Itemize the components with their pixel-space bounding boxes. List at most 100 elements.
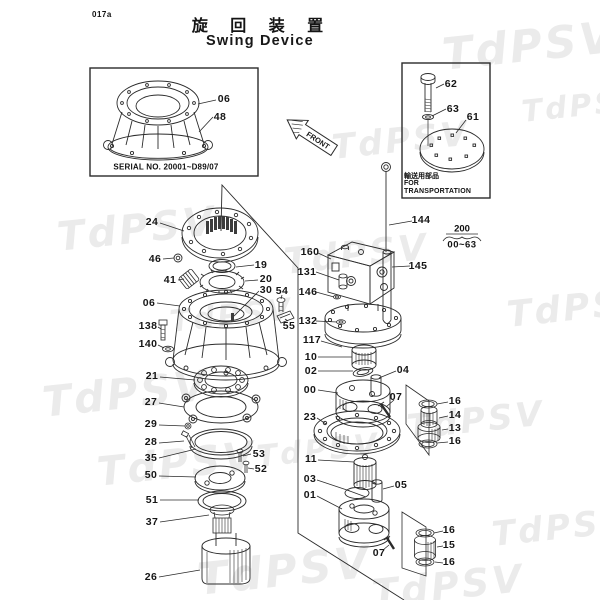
part-label-16: 16 (442, 556, 456, 568)
part-label-07: 07 (389, 391, 403, 403)
part-label-41: 41 (163, 274, 177, 286)
ring-gear-24 (181, 207, 259, 263)
part-label-131: 131 (297, 266, 317, 278)
part-label-15: 15 (442, 539, 456, 551)
plug-46 (173, 253, 183, 263)
part-label-50: 50 (144, 469, 158, 481)
range-note-top: 200 (454, 223, 470, 235)
motor-flange-117 (324, 303, 402, 349)
part-label-62: 62 (444, 78, 458, 90)
page-code: 017a (92, 10, 112, 19)
page-title-japanese: 旋 回 装 置 (191, 18, 333, 35)
ring-gear-23 (313, 410, 401, 455)
part-label-16: 16 (448, 435, 462, 447)
part-label-29: 29 (144, 418, 158, 430)
pinion-shaft-26 (201, 533, 251, 585)
part-label-13: 13 (448, 422, 462, 434)
housing-06 (165, 289, 287, 381)
part-label-26: 26 (144, 571, 158, 583)
pin-05 (371, 479, 383, 503)
bolt-07-lower (383, 535, 396, 550)
transport-caption-japanese: 輸送用部品 (404, 173, 439, 180)
wedge-55 (276, 310, 295, 324)
part-label-03: 03 (303, 473, 317, 485)
transport-box-frame (401, 62, 491, 199)
seal-ring-35 (189, 428, 253, 460)
zone-divider (220, 183, 405, 600)
part-label-30: 30 (259, 284, 273, 296)
part-label-16: 16 (448, 395, 462, 407)
plate-27 (181, 390, 261, 424)
sun-gear-11 (353, 454, 377, 490)
part-label-145: 145 (408, 260, 428, 272)
part-label-140: 140 (138, 338, 158, 350)
carrier-00 (335, 379, 391, 428)
serial-housing-drawing (103, 80, 217, 161)
part-label-10: 10 (304, 351, 318, 363)
part-label-55: 55 (282, 320, 296, 332)
planet-plate-1 (405, 384, 430, 457)
bolt-54 (276, 297, 286, 312)
part-label-14: 14 (448, 409, 462, 421)
part-label-04: 04 (396, 364, 410, 376)
part-label-24: 24 (145, 216, 159, 228)
part-label-63: 63 (446, 103, 460, 115)
serial-number-text: SERIAL NO. 20001~D89/07 (113, 162, 219, 172)
page-title-english: Swing Device (206, 33, 314, 49)
part-label-23: 23 (303, 411, 317, 423)
part-label-02: 02 (304, 365, 318, 377)
part-label-52: 52 (254, 463, 268, 475)
part-label-146: 146 (298, 286, 318, 298)
ring-19 (208, 259, 236, 273)
ring-146 (333, 294, 341, 300)
bolt-52 (242, 460, 250, 473)
coupling-37 (209, 504, 235, 534)
swing-motor-160 (326, 241, 396, 311)
bolt-53 (236, 448, 244, 462)
bolt-28 (180, 430, 196, 449)
part-label-46: 46 (148, 253, 162, 265)
washer-132 (336, 319, 346, 325)
range-note-brace (442, 233, 482, 242)
retainer-50 (194, 465, 246, 494)
part-label-53: 53 (252, 448, 266, 460)
part-label-16: 16 (442, 524, 456, 536)
leader-lines (156, 220, 449, 578)
part-label-11: 11 (305, 453, 317, 465)
part-label-21: 21 (145, 370, 159, 382)
part-label-117: 117 (302, 334, 322, 346)
part-label-132: 132 (298, 315, 318, 327)
planet-parts-2 (414, 528, 436, 567)
bolt-138 (158, 319, 168, 341)
washer-140 (162, 345, 174, 353)
dipstick-144 (381, 162, 391, 252)
part-label-144: 144 (411, 214, 431, 226)
carrier-01 (338, 498, 390, 548)
part-label-48: 48 (213, 111, 227, 123)
bearing-20 (199, 269, 245, 294)
part-label-61: 61 (466, 111, 480, 123)
part-label-28: 28 (144, 436, 158, 448)
part-label-35: 35 (144, 452, 158, 464)
part-label-01: 01 (303, 489, 317, 501)
part-label-37: 37 (145, 516, 159, 528)
part-label-20: 20 (259, 273, 273, 285)
pin-29 (184, 422, 192, 430)
spline-shaft-41 (178, 268, 200, 290)
part-label-27: 27 (144, 396, 158, 408)
front-banner: FRONT (286, 119, 339, 157)
ring-02 (352, 367, 374, 377)
pin-04 (370, 374, 382, 397)
part-label-06: 06 (217, 93, 231, 105)
serial-box-frame (89, 67, 259, 177)
part-label-51: 51 (145, 494, 159, 506)
plug-131 (338, 273, 348, 290)
part-label-54: 54 (275, 285, 289, 297)
guide-tube-145 (382, 249, 392, 324)
part-label-160: 160 (300, 246, 320, 258)
planet-plate-2 (401, 511, 427, 577)
part-label-06: 06 (142, 297, 156, 309)
transport-caption-for: FOR (404, 180, 419, 187)
coupling-10 (351, 344, 377, 371)
